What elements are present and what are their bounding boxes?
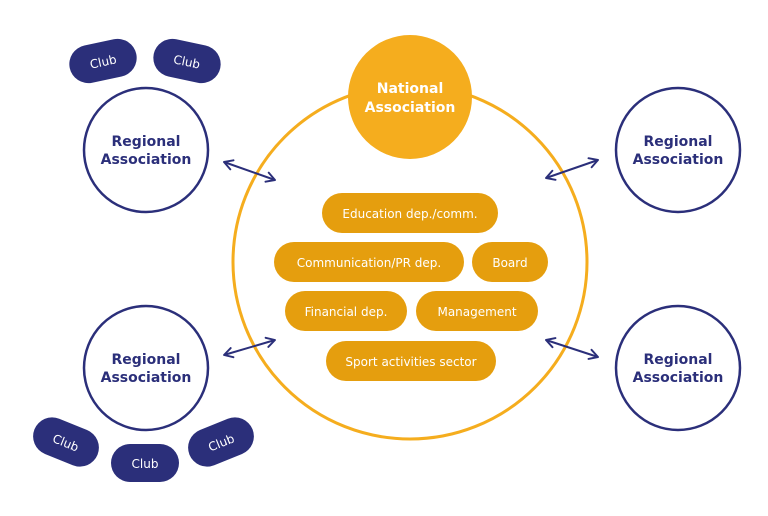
link-arrow-bottom-left xyxy=(223,336,276,359)
club-pill: Club xyxy=(111,444,179,482)
department-label: Financial dep. xyxy=(305,305,388,319)
regional-label-line2: Association xyxy=(633,370,724,386)
department-pill: Sport activities sector xyxy=(326,341,496,381)
regional-association-bottom-left: Regional Association xyxy=(82,304,210,432)
department-pill: Management xyxy=(416,291,538,331)
department-label: Communication/PR dep. xyxy=(297,256,441,270)
regional-label-line2: Association xyxy=(101,152,192,168)
national-label-line2: Association xyxy=(365,100,456,116)
regional-label-line1: Regional xyxy=(644,352,713,368)
club-pill: Club xyxy=(153,38,221,84)
national-label-line1: National xyxy=(377,81,444,97)
club-label: Club xyxy=(132,457,159,471)
regional-label-line1: Regional xyxy=(112,134,181,150)
department-pill: Board xyxy=(472,242,548,282)
regional-label-line1: Regional xyxy=(112,352,181,368)
club-label: Club xyxy=(89,52,118,71)
regional-association-top-left: Regional Association xyxy=(82,86,210,214)
club-pill: Club xyxy=(33,417,99,467)
department-label: Management xyxy=(437,305,516,319)
regional-association-bottom-right: Regional Association xyxy=(614,304,742,432)
department-pill: Communication/PR dep. xyxy=(274,242,464,282)
regional-association-top-right: Regional Association xyxy=(614,86,742,214)
club-label: Club xyxy=(172,52,201,71)
link-arrow-top-right xyxy=(545,157,599,181)
link-arrow-top-left xyxy=(223,159,276,183)
regional-label-line2: Association xyxy=(633,152,724,168)
link-arrow-bottom-right xyxy=(545,337,599,360)
department-pill: Financial dep. xyxy=(285,291,407,331)
national-association-node: National Association xyxy=(348,35,472,159)
club-pill: Club xyxy=(188,417,254,467)
club-pill: Club xyxy=(69,38,137,84)
department-label: Board xyxy=(492,256,527,270)
department-label: Sport activities sector xyxy=(345,355,476,369)
department-label: Education dep./comm. xyxy=(342,207,477,221)
regional-label-line1: Regional xyxy=(644,134,713,150)
department-pill: Education dep./comm. xyxy=(322,193,498,233)
regional-label-line2: Association xyxy=(101,370,192,386)
